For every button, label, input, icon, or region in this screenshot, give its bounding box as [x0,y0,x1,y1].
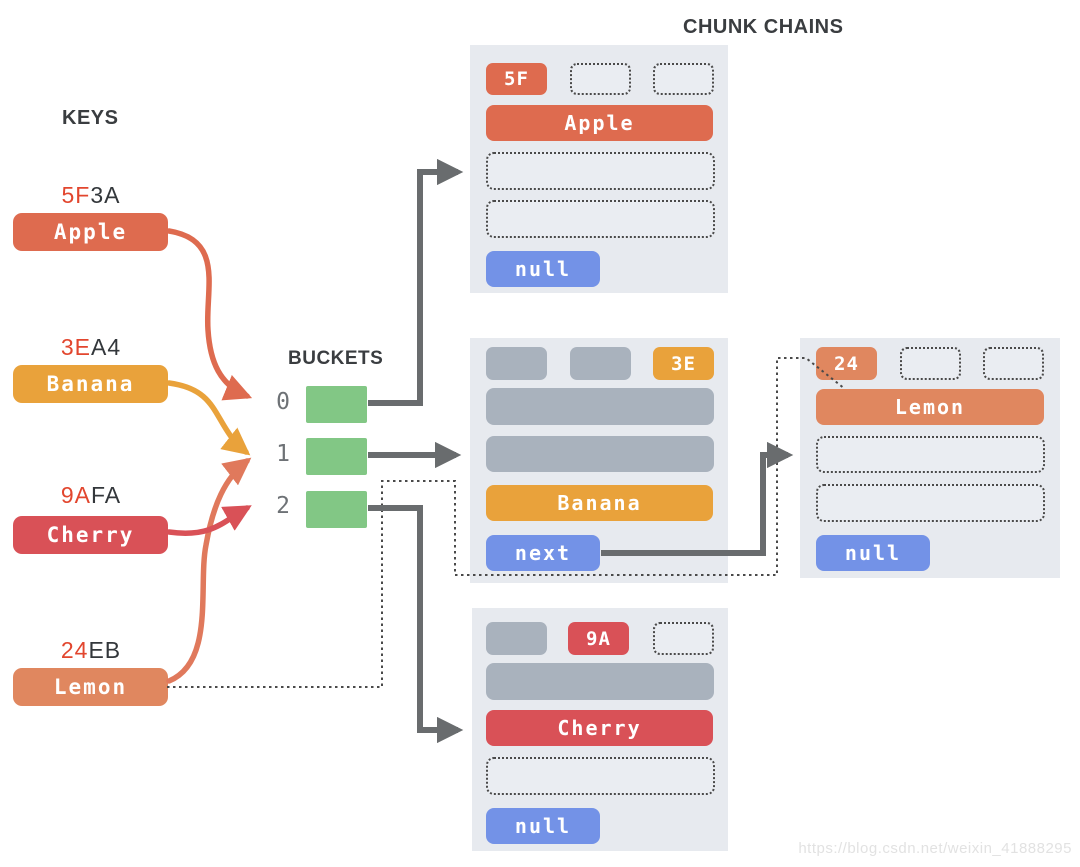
bucket-slot-0 [306,386,367,423]
chunk-cherry-pointer: null [486,808,600,844]
bucket-index-0: 0 [276,389,290,415]
hash-suffix: EB [88,637,122,663]
chunk-chains-heading: CHUNK CHAINS [683,16,844,38]
chunk-lemon-empty-tag-1 [900,347,961,380]
chunk-banana-tag: 3E [653,347,714,380]
chunk-cherry: 9A Cherry null [472,608,728,851]
chunk-apple-empty-slot-2 [486,200,715,238]
arrow-apple-to-bucket0 [166,228,253,401]
buckets-heading: BUCKETS [288,348,384,369]
hash-label-cherry: 9AFA [13,482,169,509]
hash-suffix: FA [91,482,122,508]
chunk-lemon-value: Lemon [816,389,1044,425]
chunk-lemon-empty-slot-1 [816,436,1045,473]
key-card-lemon: Lemon [13,668,168,706]
arrow-cherry-to-bucket2 [166,505,252,536]
hash-label-banana: 3EA4 [13,334,169,361]
key-card-cherry: Cherry [13,516,168,554]
chunk-banana-pointer: next [486,535,600,571]
chunk-cherry-empty-tag [653,622,714,655]
chunk-lemon-pointer: null [816,535,930,571]
bucket-index-1: 1 [276,441,290,467]
hash-label-apple: 5F3A [13,182,169,209]
chunk-cherry-value: Cherry [486,710,713,746]
chunk-lemon-empty-tag-2 [983,347,1044,380]
bucket-slot-1 [306,438,367,475]
watermark: https://blog.csdn.net/weixin_41888295 [798,840,1072,857]
chunk-lemon-empty-slot-2 [816,484,1045,522]
chunk-cherry-used-tag [486,622,547,655]
arrow-banana-to-bucket1 [166,380,251,456]
chunk-apple-tag: 5F [486,63,547,95]
hash-prefix: 9A [60,482,91,508]
hash-prefix: 3E [60,334,91,360]
keys-heading: KEYS [62,107,119,129]
chunk-lemon: 24 Lemon null [800,338,1060,578]
chunk-banana-used-tag-1 [486,347,547,380]
chunk-apple-empty-tag-1 [570,63,631,95]
chunk-lemon-tag: 24 [816,347,877,380]
hash-prefix: 24 [60,637,89,663]
chunk-cherry-tag: 9A [568,622,629,655]
key-card-banana: Banana [13,365,168,403]
chunk-apple: 5F Apple null [470,45,728,293]
arrow-lemon-to-bucket1 [166,457,252,684]
hash-suffix: A4 [91,334,122,360]
hash-suffix: 3A [90,182,121,208]
key-card-apple: Apple [13,213,168,251]
chunk-cherry-used-slot [486,663,714,700]
chunk-cherry-empty-slot [486,757,715,795]
chunk-apple-value: Apple [486,105,713,141]
chunk-banana: 3E Banana next [470,338,728,583]
connector-bucket2-to-cherry-chunk [368,505,464,744]
bucket-index-2: 2 [276,493,290,519]
hash-prefix: 5F [61,182,91,208]
chunk-banana-used-slot-1 [486,388,714,425]
chunk-apple-empty-slot-1 [486,152,715,190]
chunk-apple-pointer: null [486,251,600,287]
bucket-slot-2 [306,491,367,528]
chunk-banana-used-tag-2 [570,347,631,380]
chunk-banana-used-slot-2 [486,436,714,472]
chunk-apple-empty-tag-2 [653,63,714,95]
chunk-banana-value: Banana [486,485,713,521]
hash-label-lemon: 24EB [13,637,169,664]
